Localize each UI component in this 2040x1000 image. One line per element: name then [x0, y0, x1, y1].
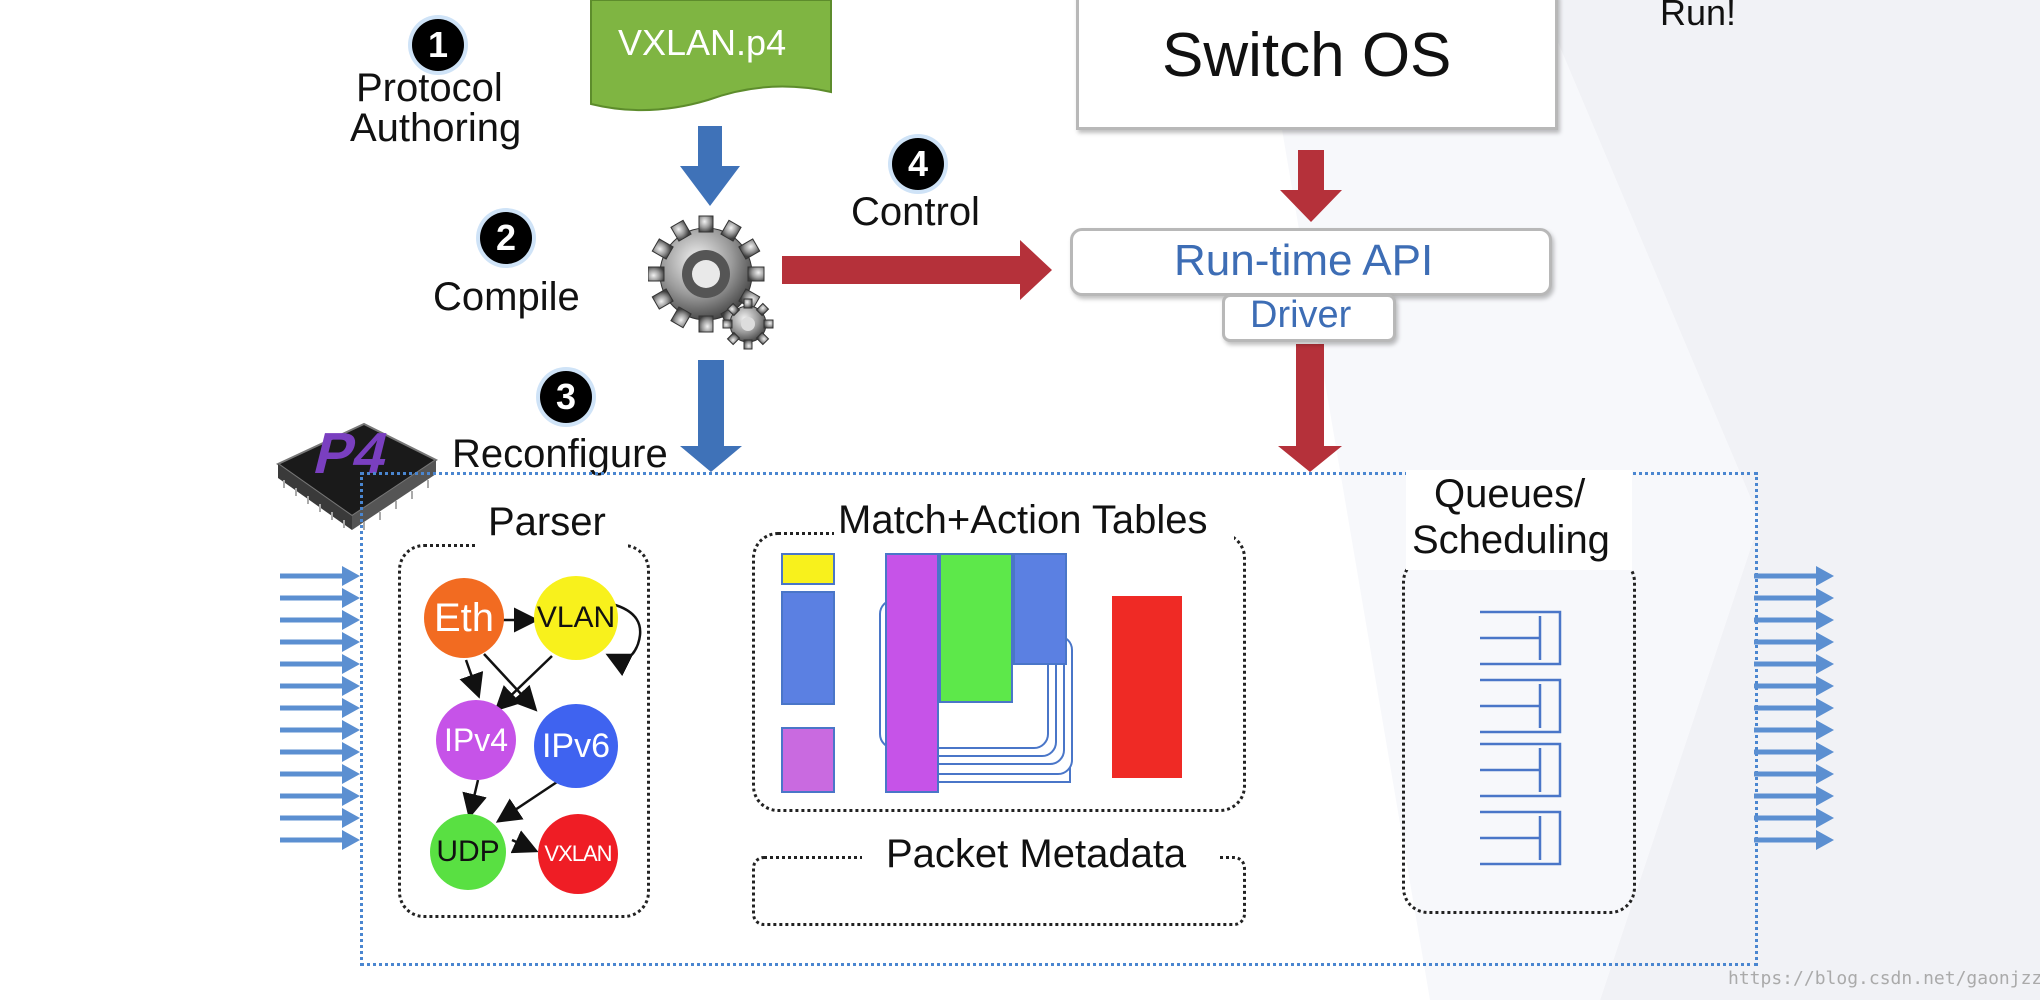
- program-file-label: VXLAN.p4: [618, 22, 787, 63]
- switch-os-box: [1076, 0, 1558, 130]
- arrow-compiler-to-target: [680, 360, 742, 472]
- parser-node-ipv4: IPv4: [436, 700, 516, 780]
- step-4-badge: 4: [892, 138, 944, 190]
- parser-node-vlan: VLAN: [534, 576, 618, 660]
- match-action-title: Match+Action Tables: [838, 498, 1208, 542]
- arrow-os-to-api: [1280, 150, 1342, 222]
- step-3-label: Reconfigure: [452, 432, 668, 476]
- parser-node-udp: UDP: [430, 814, 506, 890]
- target-pipeline-container: [360, 472, 1758, 966]
- output-packet-arrows: [1754, 566, 1834, 850]
- parser-title: Parser: [488, 500, 606, 544]
- runtime-api-box: [1070, 228, 1552, 296]
- driver-box: [1222, 294, 1396, 342]
- program-file-shape: [590, 0, 832, 112]
- arrow-driver-to-target: [1278, 344, 1342, 472]
- driver-label: Driver: [1250, 294, 1352, 336]
- input-packet-arrows: [280, 566, 360, 850]
- step-2-badge: 2: [480, 212, 532, 264]
- queues-title-line2: Scheduling: [1412, 518, 1610, 562]
- parser-graph-edges: [459, 602, 642, 854]
- step-3-badge: 3: [540, 371, 592, 423]
- match-action-tables-graphic: [781, 553, 1182, 793]
- packet-metadata-label: Packet Metadata: [886, 832, 1187, 876]
- queue-icons: [1480, 610, 1562, 866]
- watermark: https://blog.csdn.net/gaonjzzz: [1728, 968, 2040, 989]
- parser-node-vxlan: VXLAN: [538, 814, 618, 894]
- step-2-label: Compile: [433, 275, 580, 319]
- switch-os-label: Switch OS: [1162, 21, 1452, 90]
- step-1-label-line1: Protocol: [356, 66, 503, 110]
- step-4-label: Control: [851, 190, 980, 234]
- arrow-control-to-api: [782, 240, 1052, 300]
- gear-icon: [648, 215, 774, 350]
- step-1-badge: 1: [412, 19, 464, 71]
- step-1-label-line2: Authoring: [350, 106, 522, 150]
- parser-node-ipv6: IPv6: [534, 704, 618, 788]
- queues-title-line1: Queues/: [1434, 472, 1586, 516]
- run-label: Run!: [1660, 0, 1737, 33]
- parser-node-eth: Eth: [424, 578, 504, 658]
- p4-chip-icon: [276, 422, 438, 530]
- runtime-api-label: Run-time API: [1174, 236, 1434, 285]
- arrow-file-to-compiler: [680, 126, 740, 206]
